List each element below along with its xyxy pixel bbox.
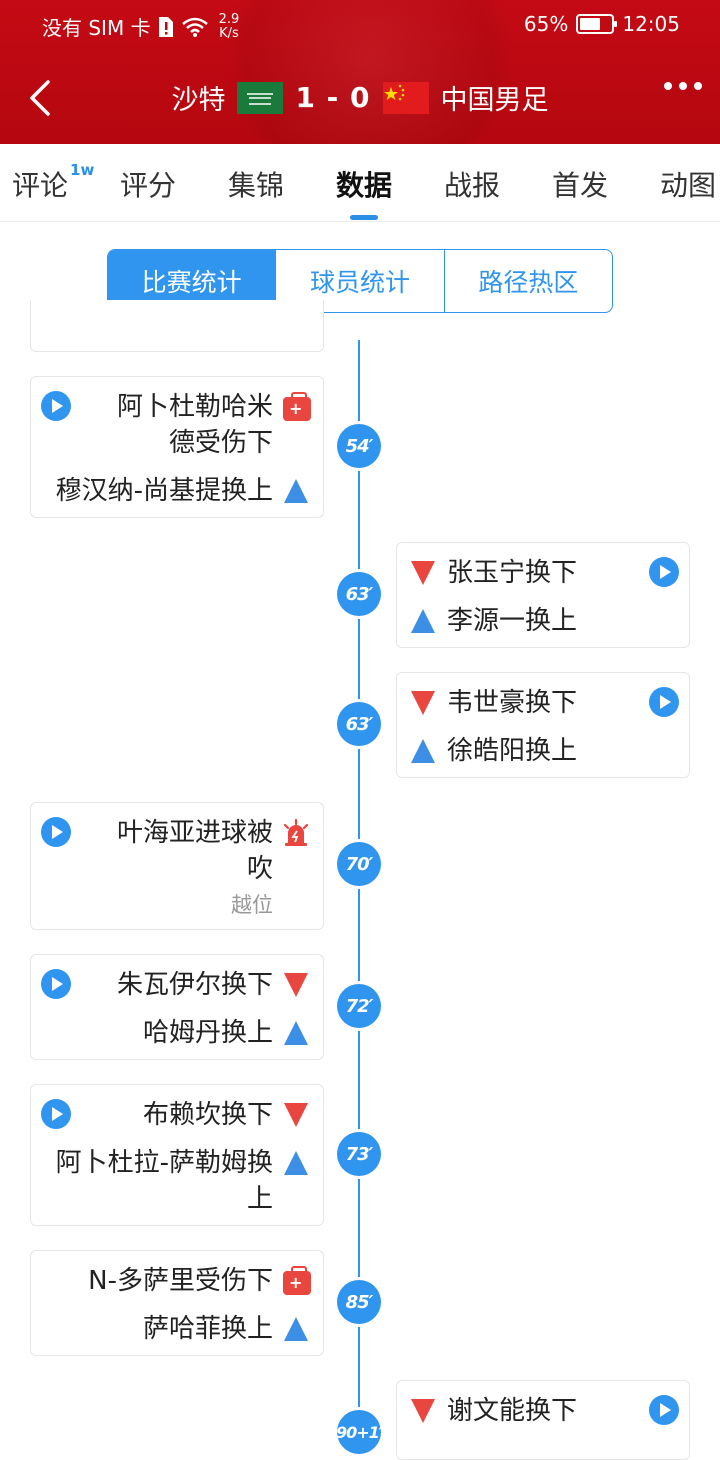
sub-out-arrow-icon xyxy=(411,691,435,715)
minute-marker: 73′ xyxy=(337,1132,381,1176)
event-text: 吹 xyxy=(246,854,273,884)
event-text: 阿卜杜拉-萨勒姆换 xyxy=(55,1148,273,1178)
play-video-icon[interactable] xyxy=(41,391,71,421)
event-text: 萨哈菲换上 xyxy=(142,1314,273,1344)
play-video-icon[interactable] xyxy=(41,1099,71,1129)
event-text: 李源一换上 xyxy=(447,606,578,636)
timeline-axis xyxy=(358,340,360,1440)
sub-out-arrow-icon xyxy=(284,1103,308,1127)
tab-gifs[interactable]: 动图 xyxy=(660,169,717,202)
network-speed: 2.9 K/s xyxy=(218,11,240,41)
stats-segmented-control: 比赛统计 球员统计 路径热区 xyxy=(107,249,613,313)
minute-marker: 85′ xyxy=(337,1280,381,1324)
event-text: 上 xyxy=(246,1184,273,1214)
active-tab-indicator xyxy=(350,215,378,220)
sub-out-arrow-icon xyxy=(411,1399,435,1423)
battery-icon xyxy=(576,14,618,34)
tab-data[interactable]: 数据 xyxy=(336,164,392,220)
event-card: 张玉宁换下 李源一换上 xyxy=(396,542,690,648)
event-text: 阿卜杜勒哈米 xyxy=(116,392,273,422)
minute-marker: 54′ xyxy=(337,424,381,468)
event-card: 叶海亚进球被 吹 越位 xyxy=(30,802,324,930)
sub-in-arrow-icon xyxy=(284,1021,308,1045)
nav-bar: 沙特 1 - 0 中国男足 xyxy=(0,70,720,126)
event-text: 韦世豪换下 xyxy=(447,688,578,718)
carrier-text: 没有 SIM 卡 xyxy=(42,16,151,40)
event-card: N-多萨里受伤下 + 萨哈菲换上 xyxy=(30,1250,324,1356)
home-team-name: 沙特 xyxy=(171,85,226,116)
event-card: 阿卜杜勒哈米 德受伤下 + 穆汉纳-尚基提换上 xyxy=(30,376,324,518)
sub-out-arrow-icon xyxy=(411,561,435,585)
event-note: 越位 xyxy=(231,893,273,917)
score: 1 - 0 xyxy=(295,81,371,114)
away-team-name: 中国男足 xyxy=(440,85,549,116)
event-card-partial xyxy=(30,300,324,352)
saudi-flag-icon xyxy=(237,81,284,114)
team-emblem-background xyxy=(190,0,550,144)
minute-marker: 63′ xyxy=(337,572,381,616)
play-video-icon[interactable] xyxy=(649,557,679,587)
var-alarm-icon xyxy=(283,819,309,846)
event-text: 布赖坎换下 xyxy=(142,1100,273,1130)
event-text: 德受伤下 xyxy=(168,428,273,458)
tab-highlights[interactable]: 集锦 xyxy=(228,169,285,202)
status-bar: 没有 SIM 卡 2.9 K/s 65% 12:05 xyxy=(0,8,720,44)
sub-in-arrow-icon xyxy=(411,609,435,633)
play-video-icon[interactable] xyxy=(41,969,71,999)
event-text: 叶海亚进球被 xyxy=(116,818,273,848)
event-text: 谢文能换下 xyxy=(447,1396,578,1426)
match-score: 沙特 1 - 0 中国男足 xyxy=(0,78,720,117)
event-text: N-多萨里受伤下 xyxy=(88,1266,273,1296)
sub-in-arrow-icon xyxy=(284,479,308,503)
event-text: 哈姆丹换上 xyxy=(142,1018,273,1048)
back-arrow-icon[interactable] xyxy=(22,76,62,120)
event-card: 布赖坎换下 阿卜杜拉-萨勒姆换 上 xyxy=(30,1084,324,1226)
wifi-icon xyxy=(181,17,208,37)
segment-heatmap[interactable]: 路径热区 xyxy=(478,268,579,297)
sub-in-arrow-icon xyxy=(284,1317,308,1341)
event-card: 韦世豪换下 徐皓阳换上 xyxy=(396,672,690,778)
play-video-icon[interactable] xyxy=(649,1395,679,1425)
sub-out-arrow-icon xyxy=(284,973,308,997)
injury-kit-icon: + xyxy=(283,1266,311,1295)
segment-player-stats[interactable]: 球员统计 xyxy=(276,250,445,312)
minute-marker: 72′ xyxy=(337,984,381,1028)
minute-marker: 63′ xyxy=(337,702,381,746)
sim-alert-icon xyxy=(158,16,173,37)
event-text: 朱瓦伊尔换下 xyxy=(116,970,273,1000)
play-video-icon[interactable] xyxy=(41,817,71,847)
comment-count-badge: 1w xyxy=(70,160,95,179)
match-header: 没有 SIM 卡 2.9 K/s 65% 12:05 xyxy=(0,0,720,144)
event-text: 张玉宁换下 xyxy=(447,558,578,588)
sub-in-arrow-icon xyxy=(284,1151,308,1175)
battery-percent: 65% xyxy=(523,12,569,36)
event-text: 穆汉纳-尚基提换上 xyxy=(55,476,273,506)
clock: 12:05 xyxy=(622,12,680,36)
sub-in-arrow-icon xyxy=(411,739,435,763)
tab-report[interactable]: 战报 xyxy=(444,169,501,202)
event-card: 谢文能换下 xyxy=(396,1380,690,1460)
play-video-icon[interactable] xyxy=(649,687,679,717)
more-menu-icon[interactable] xyxy=(664,82,702,90)
event-card: 朱瓦伊尔换下 哈姆丹换上 xyxy=(30,954,324,1060)
tab-ratings[interactable]: 评分 xyxy=(120,169,177,202)
event-text: 徐皓阳换上 xyxy=(447,736,578,766)
tab-lineup[interactable]: 首发 xyxy=(552,169,609,202)
injury-kit-icon: + xyxy=(283,392,311,421)
china-flag-icon xyxy=(382,81,429,114)
minute-marker: 90+1′ xyxy=(336,1410,383,1454)
minute-marker: 70′ xyxy=(337,842,381,886)
